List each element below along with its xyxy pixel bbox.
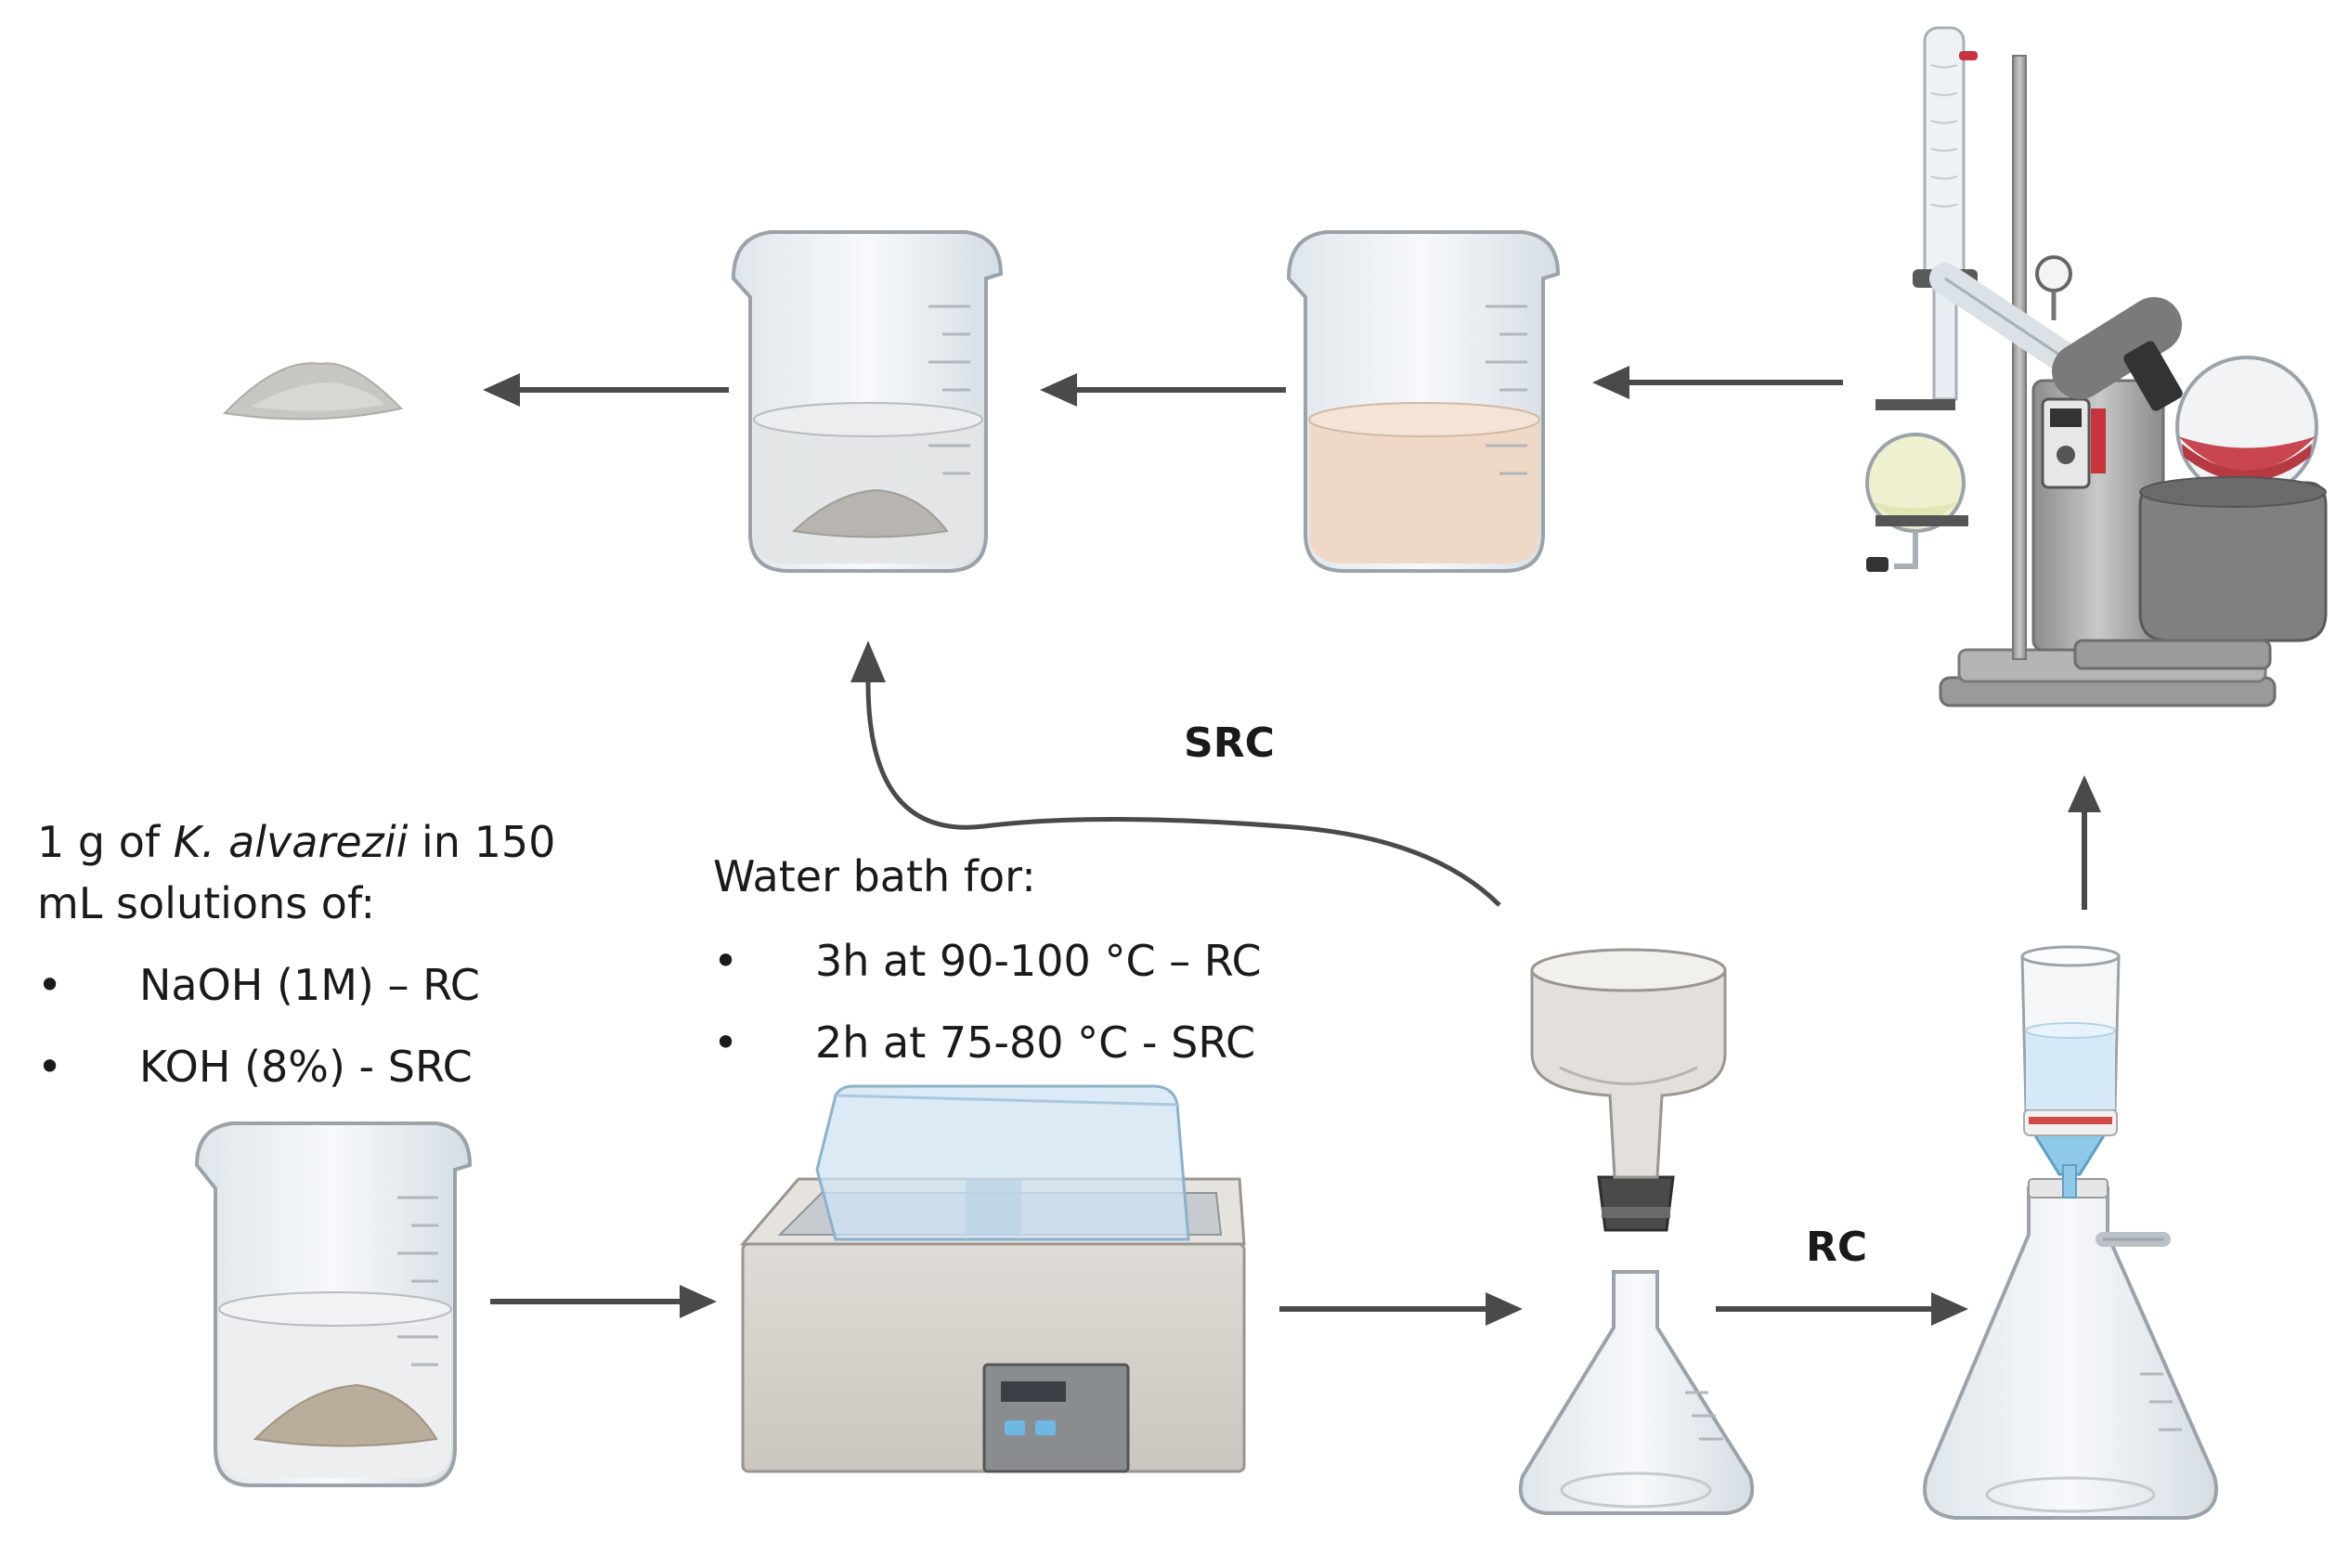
bullet: • [713,1017,739,1068]
water-bath-title: Water bath for: [713,851,1036,901]
src-route-label: SRC [1184,719,1275,767]
dried-powder [222,362,403,421]
bath-text: 2h at 75-80 °C - SRC [815,1017,1256,1068]
arrow-src-curve [865,681,1501,907]
condition-text: KOH (8%) - SRC [139,1042,473,1092]
species-name: K. alvarezii [173,817,409,867]
beaker-sample [194,1121,473,1487]
buchner-filtration-flask [1518,948,1755,1515]
sample-prefix: 1 g of [37,817,174,867]
bath-item: • 3h at 90-100 °C – RC [713,934,1344,990]
sample-description-line2: mL solutions of: [37,878,376,928]
bath-text: 3h at 90-100 °C – RC [815,936,1262,986]
arrowhead [680,1285,717,1318]
water-bath [739,1084,1246,1473]
beaker-extract [1286,230,1561,573]
condition-text: NaOH (1M) – RC [139,960,480,1010]
beaker-precipitate [731,230,1004,573]
sample-description: 1 g of K. alvarezii in 150 [37,815,555,869]
rc-route-label: RC [1806,1224,1868,1271]
bullet: • [37,960,63,1010]
condition-item: • KOH (8%) - SRC [37,1040,557,1095]
bath-item: • 2h at 75-80 °C - SRC [713,1016,1344,1071]
filter-flask [1923,945,2218,1520]
bullet: • [37,1042,63,1092]
process-arrows [483,366,2101,1326]
bullet: • [713,936,739,986]
rotary-evaporator [1865,26,2328,707]
condition-item: • NaOH (1M) – RC [37,958,557,1014]
sample-suffix: in 150 [408,817,556,867]
